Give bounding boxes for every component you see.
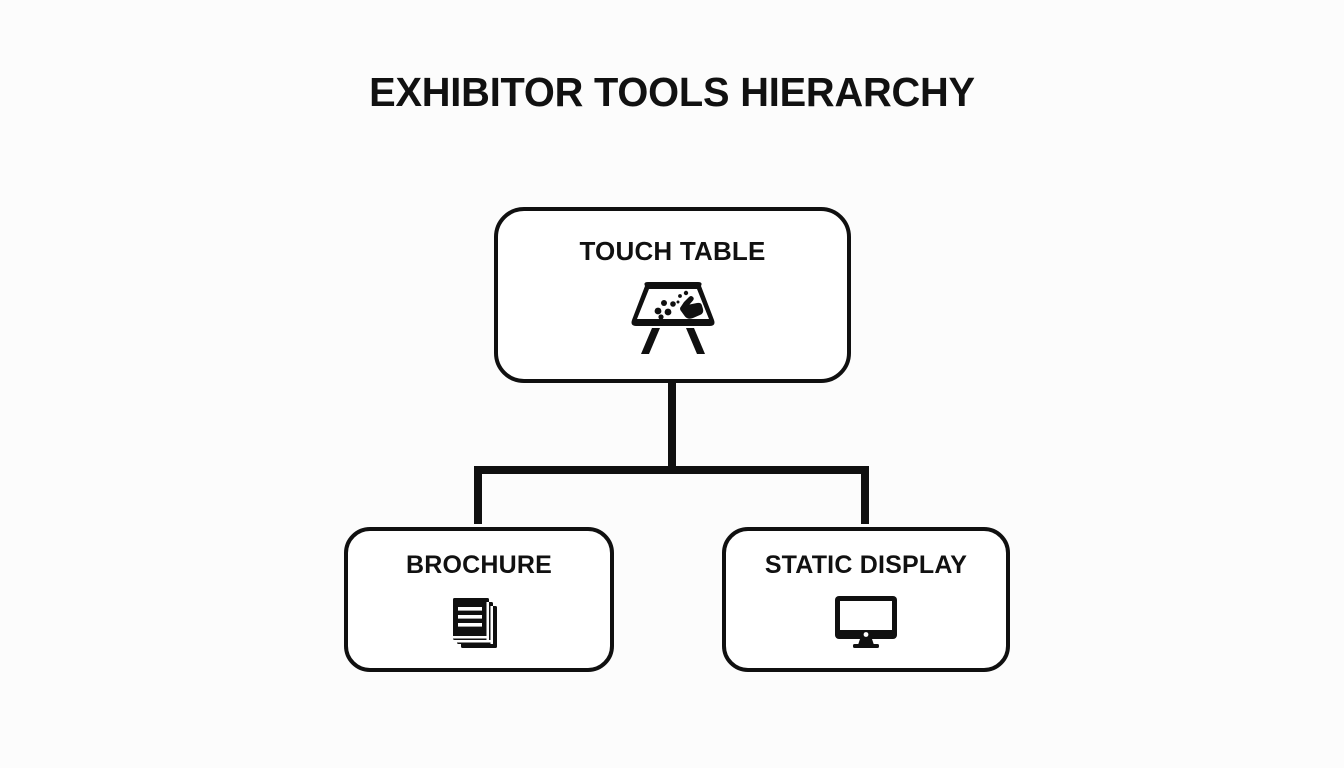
touch-table-icon — [631, 282, 714, 354]
node-touch-table-label: TOUCH TABLE — [579, 236, 766, 266]
node-static-display-label: STATIC DISPLAY — [764, 551, 968, 579]
desktop-monitor-icon — [835, 596, 897, 648]
stacked-documents-icon — [453, 598, 497, 648]
node-brochure-label: BROCHURE — [405, 551, 553, 579]
node-brochure[interactable]: BROCHURE — [344, 527, 614, 672]
node-static-display[interactable]: STATIC DISPLAY — [722, 527, 1010, 672]
node-touch-table[interactable]: TOUCH TABLE — [494, 207, 851, 383]
page-title: EXHIBITOR TOOLS HIERARCHY — [369, 69, 975, 115]
